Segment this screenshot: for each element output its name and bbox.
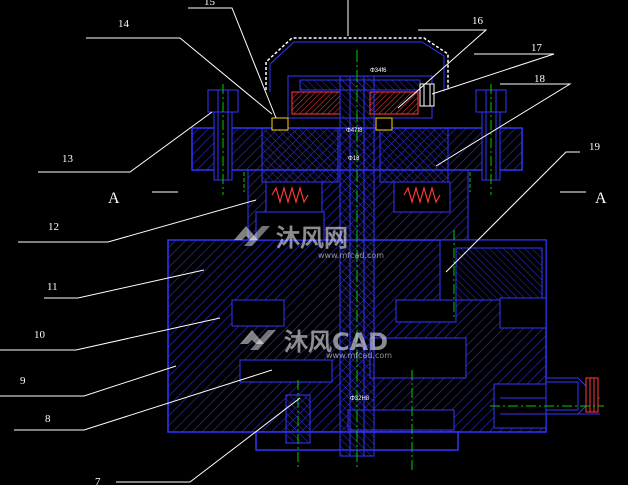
watermark-middle: 沐风CAD www.mfcad.com bbox=[240, 328, 392, 360]
part-label-9: 9 bbox=[20, 375, 26, 387]
dimension-text: Φ47f8 bbox=[346, 128, 363, 134]
part-label-14: 14 bbox=[118, 18, 130, 30]
part-label-11: 11 bbox=[47, 281, 58, 293]
watermark-brand: 沐风网 bbox=[276, 224, 348, 252]
watermark-url: www.mfcad.com bbox=[326, 351, 392, 360]
dimension-text: Φ32H8 bbox=[350, 396, 370, 402]
part-label-19: 19 bbox=[589, 141, 601, 153]
part-label-15: 15 bbox=[204, 0, 216, 8]
watermark-cad: 沐风CAD bbox=[284, 328, 388, 356]
right-rod bbox=[493, 377, 600, 429]
part-label-10: 10 bbox=[34, 329, 46, 341]
spring-left bbox=[271, 185, 309, 205]
section-label-left: A bbox=[108, 190, 120, 207]
watermark-url: www.mfcad.com bbox=[318, 251, 384, 260]
watermark-top: 沐风网 www.mfcad.com bbox=[234, 224, 384, 260]
leader-lines bbox=[0, 0, 586, 483]
part-label-17: 17 bbox=[531, 42, 543, 54]
part-label-18: 18 bbox=[534, 73, 546, 85]
dimension-text: Φ18 bbox=[348, 156, 360, 162]
part-label-7: 7 bbox=[95, 476, 101, 485]
part-label-12: 12 bbox=[48, 221, 59, 233]
part-label-8: 8 bbox=[45, 413, 51, 425]
centerlines bbox=[222, 50, 604, 470]
part-label-13: 13 bbox=[62, 153, 74, 165]
section-label-right: A bbox=[595, 190, 607, 207]
part-label-16: 16 bbox=[472, 15, 484, 27]
dimension-text: Φ34f6 bbox=[370, 68, 387, 74]
spring-right bbox=[403, 185, 441, 205]
